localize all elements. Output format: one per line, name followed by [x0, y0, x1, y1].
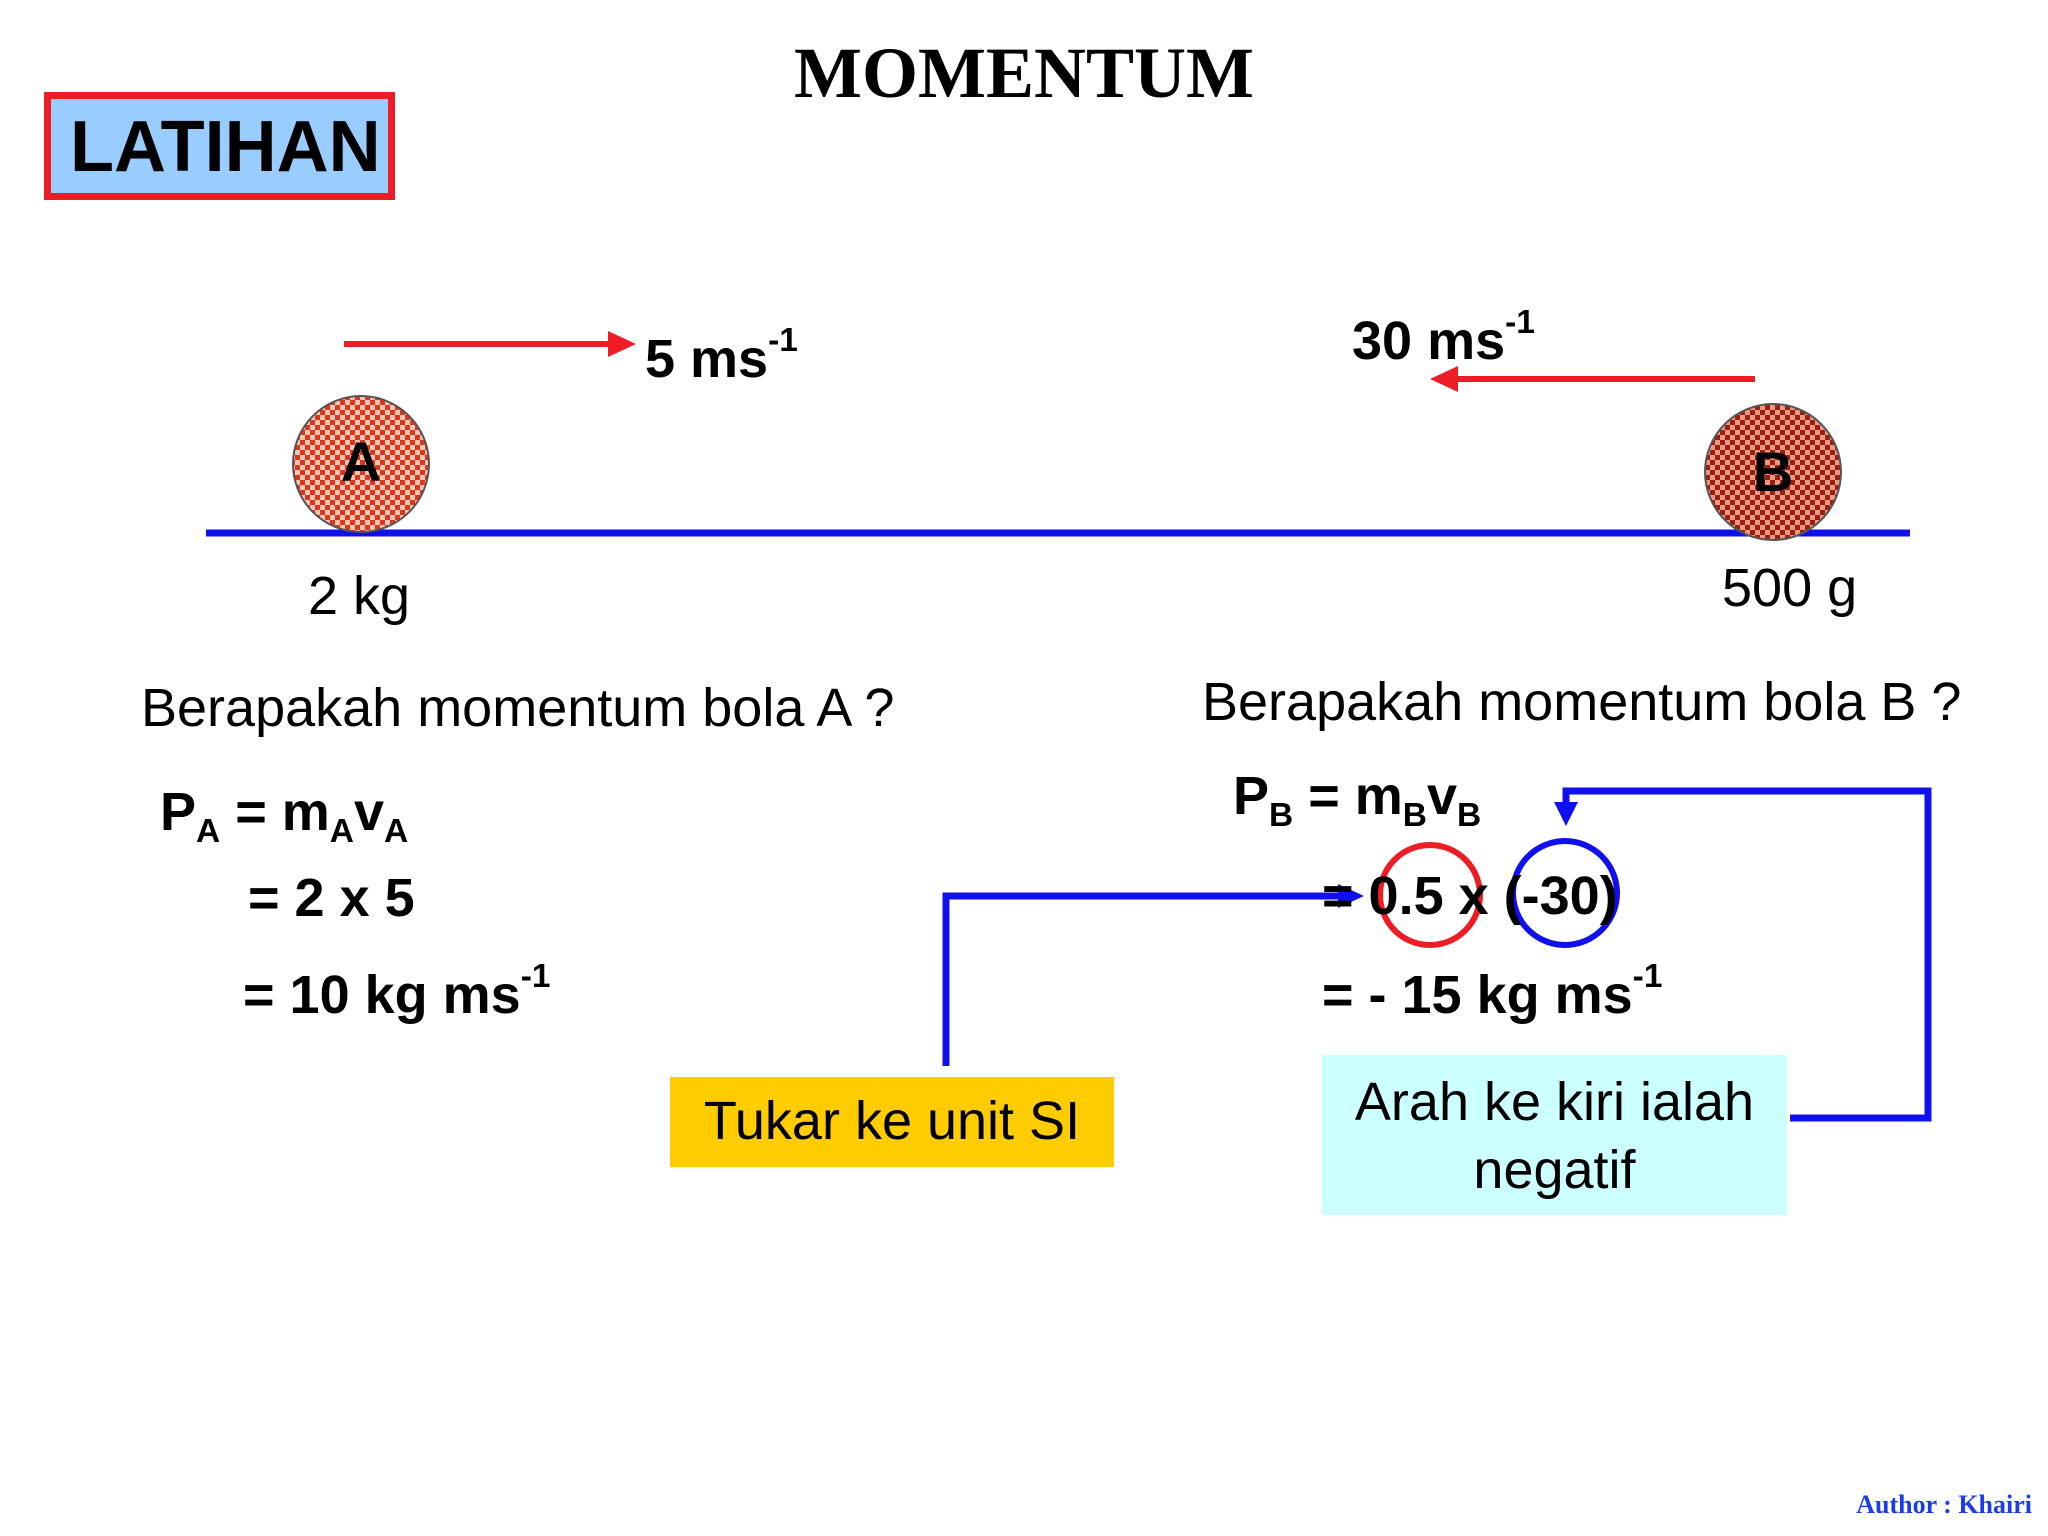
mass-b: 500 g [1722, 558, 1858, 618]
speed-a: 5 ms-1 [645, 322, 798, 389]
convert-si-note: Tukar ke unit SI [703, 1091, 1081, 1151]
velocity-arrow-b [1430, 366, 1755, 392]
question-b: Berapakah momentum bola B ? [1202, 672, 1962, 732]
step1-a: = 2 x 5 [248, 868, 415, 928]
ball-b-label: B [1752, 440, 1794, 503]
formula-a: PA = mAvA [160, 782, 409, 850]
result-a: = 10 kg ms-1 [243, 958, 551, 1025]
ball-a-label: A [340, 430, 382, 493]
latihan-badge [44, 92, 395, 200]
latihan-label: LATIHAN [70, 107, 381, 187]
mass-highlight-circle [1377, 842, 1483, 948]
mass-a: 2 kg [308, 566, 411, 626]
convert-si-connector [942, 884, 1364, 1066]
question-a: Berapakah momentum bola A ? [141, 678, 895, 738]
speed-b: 30 ms-1 [1352, 304, 1535, 371]
mass-si-value: 0.5 [1368, 866, 1444, 926]
velocity-highlight-circle [1510, 838, 1620, 948]
formula-b: PB = mBvB [1233, 766, 1482, 834]
negative-direction-connector [1554, 787, 1932, 1122]
result-b: = - 15 kg ms-1 [1322, 958, 1663, 1025]
negative-direction-note: Arah ke kiri ialah negatif [1354, 1072, 1755, 1200]
negative-direction-note-box [1322, 1055, 1787, 1215]
velocity-arrow-a [344, 331, 636, 357]
convert-si-note-box [670, 1077, 1114, 1167]
page-title: MOMENTUM [794, 33, 1254, 113]
ball-a [292, 395, 430, 533]
ball-b [1704, 403, 1842, 541]
velocity-value: (-30) [1503, 866, 1618, 926]
step1-b: = 0.5 x (-30) [1322, 866, 1618, 926]
author-credit: Author : Khairi [1856, 1490, 2032, 1519]
